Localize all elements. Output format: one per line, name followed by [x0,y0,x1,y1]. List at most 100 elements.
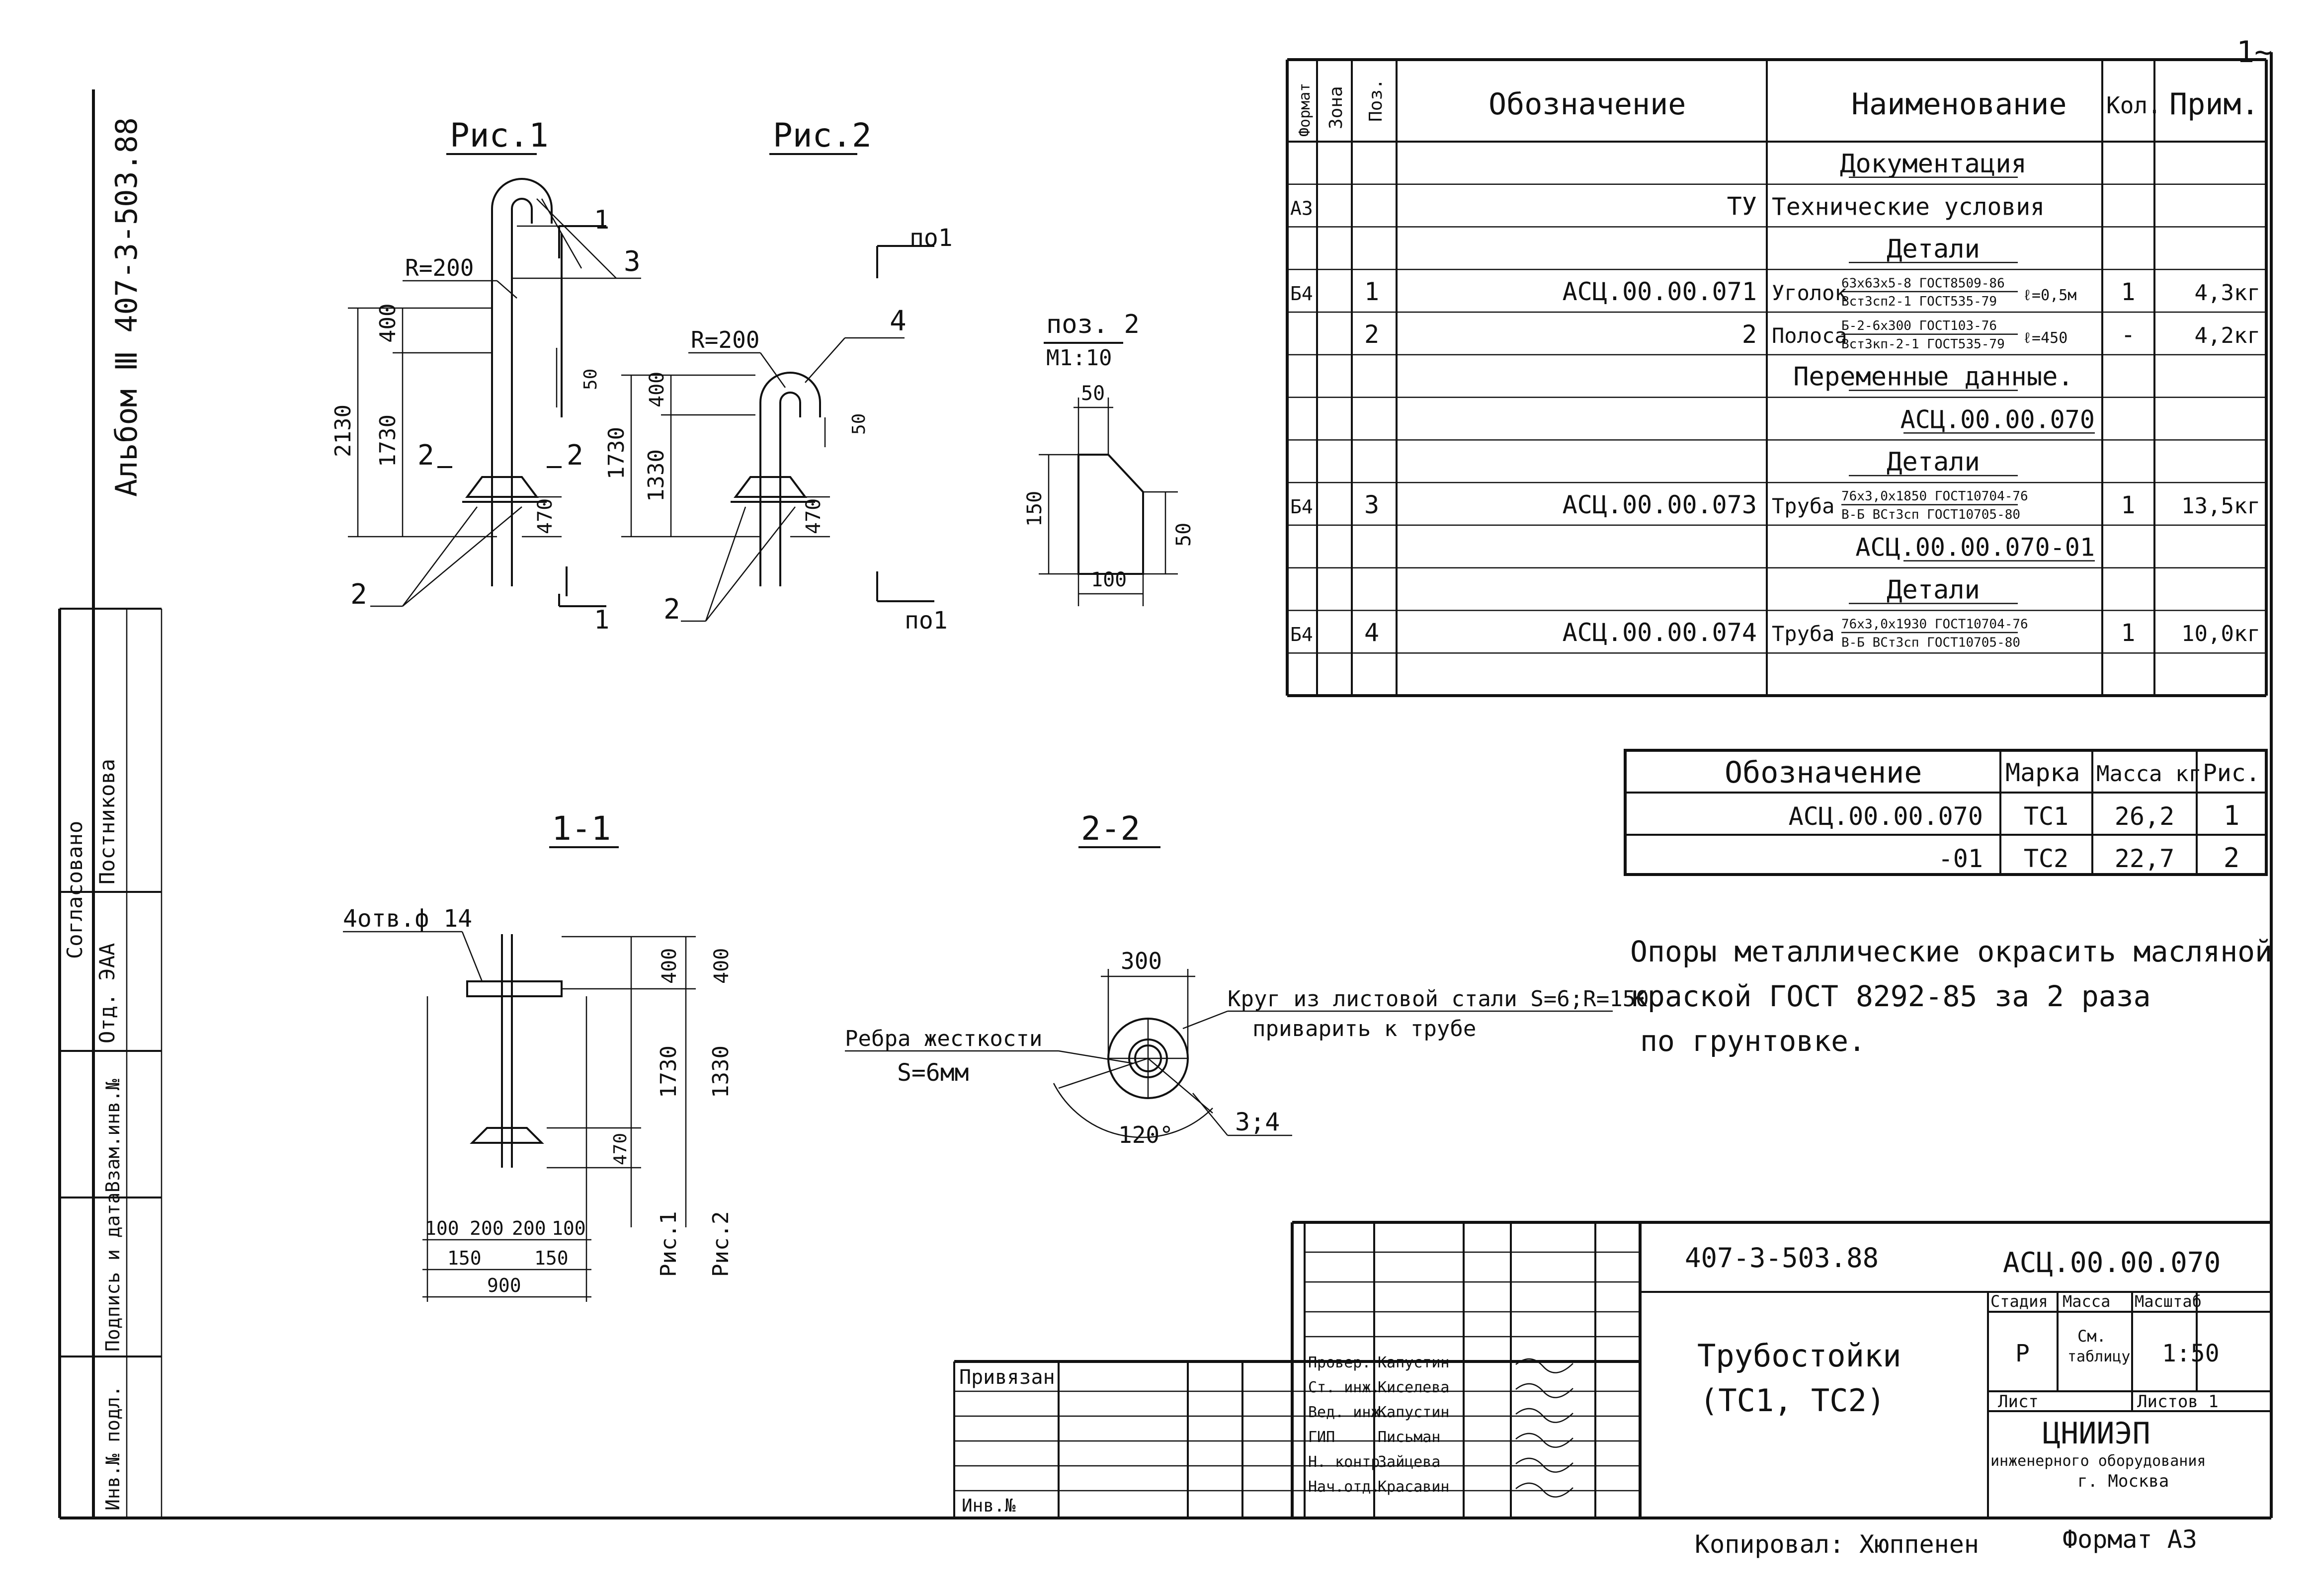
fig1-cut-top: 1 [594,205,609,235]
section-2-2: 2-2 300 Ребра жесткости S=6мм Круг из ли… [845,809,1649,1148]
fig1-section-2-right: 2 [567,439,583,472]
spec-header-name: Наименование [1851,87,2066,122]
mass-row-mass: 22,7 [2115,844,2174,873]
title-stage: Р [2015,1340,2030,1367]
spec-header-pos: Поз. [1366,79,1386,122]
role-title: Ст. инж. [1308,1379,1380,1396]
spec-row-designation: АСЦ.00.00.074 [1563,618,1757,647]
spec-row-name-spec1: 63х63х5-8 ГОСТ8509-86 [1841,276,2005,291]
role-name: Зайцева [1378,1453,1440,1471]
section22-angle: 120° [1118,1121,1173,1148]
fig1-dim-mid: 1730 [375,414,401,467]
mass-header-fig: Рис. [2203,759,2260,787]
spec-row-name: Технические условия [1772,193,2045,221]
section22-weld: приварить к трубе [1252,1016,1476,1041]
spec-row-section: Детали [1887,447,1980,477]
section11-b150b: 150 [534,1247,569,1269]
fig1-dim-bot: 470 [534,498,557,534]
mass-row-fig: 1 [2224,800,2240,831]
fig2-dim-mid: 1330 [644,449,669,502]
title-stage-label: Стадия [1990,1292,2048,1311]
spec-row-format: Б4 [1290,283,1313,305]
section11-ric1: Рис.1 [656,1211,681,1277]
role-name: Капустин [1378,1354,1450,1371]
spec-row-lines [1287,183,2266,654]
spec-header-qty: Кол. [2106,92,2161,119]
spec-row-designation: АСЦ.00.00.073 [1563,490,1757,519]
spec-row-qty: - [2121,321,2136,349]
title-sheet-label: Лист [1998,1392,2039,1412]
fig2-radius: R=200 [691,326,759,353]
spec-header-designation: Обозначение [1488,87,1686,122]
role-title: ГИП [1308,1429,1335,1446]
spec-header-format: Формат [1296,83,1314,137]
title-mass-line1: См. [2077,1327,2106,1346]
spec-row-section: Детали [1887,575,1980,605]
spec-row-format: А3 [1290,198,1313,220]
title-org-3: г. Москва [2077,1471,2169,1491]
note-line-3: по грунтовке. [1640,1024,1866,1058]
section11-dim-1730: 1730 [656,1045,681,1098]
note-line-1: Опоры металлические окрасить масляной [1630,935,2272,968]
figure-1: Рис.1 R=200 3 2130 400 1730 470 50 [330,116,641,635]
figure-2-title: Рис.2 [773,116,872,155]
spec-row-name-spec1: Б-2-6х300 ГОСТ103-76 [1841,319,1997,333]
fig1-radius: R=200 [405,254,474,281]
pos2-detail: поз. 2 М1:10 50 150 50 100 [1023,310,1195,606]
spec-row-name-spec2: В-Б ВСт3сп ГОСТ10705-80 [1841,635,2020,650]
fig1-dim-top: 400 [375,304,401,343]
section11-b900: 900 [487,1275,521,1296]
signature [1515,1408,1573,1423]
title-scale: 1:50 [2162,1340,2220,1367]
signature [1515,1457,1573,1473]
signature [1515,1358,1573,1373]
mass-table: Обозначение Марка Масса кг Рис. АСЦ.00.0… [1624,749,2268,876]
section11-b100a: 100 [425,1217,459,1239]
section11-b200b: 200 [512,1217,546,1239]
pos2-dim-bottom: 100 [1091,568,1127,591]
fig2-cut-top: по1 [909,224,953,252]
spec-row-designation: 2 [1742,320,1757,349]
pos2-dim-left: 150 [1023,491,1046,527]
section11-b200a: 200 [470,1217,504,1239]
title-block: 407-3-503.88 АСЦ.00.00.070 Трубостойки (… [953,1221,2271,1518]
title-mass-label: Масса [2063,1292,2110,1311]
spec-row-section: Детали [1887,234,1980,264]
general-note: Опоры металлические окрасить масляной кр… [1630,935,2272,1058]
spec-row-qty: 1 [2121,278,2136,306]
mass-row-mark: ТС2 [2024,844,2068,873]
spec-table: Формат Зона Поз. Обозначение Наименовани… [1286,58,2268,697]
spec-row-pos: 1 [1364,277,1379,306]
album-label: Альбом Ⅲ 407-3-503.88 [109,117,144,497]
fig2-dim-total: 1730 [604,427,629,479]
fig2-cut-bottom: по1 [905,607,948,635]
spec-row-pos: 2 [1364,320,1379,349]
signature-date-label: Подпись и дата [102,1193,124,1352]
fig1-pos2: 2 [350,578,367,611]
sheet-frame [58,52,2273,1519]
spec-row-name-spec2: В-Б ВСт3сп ГОСТ10705-80 [1841,507,2020,522]
spec-row-name-spec2: Вст3сп2-1 ГОСТ535-79 [1841,294,1997,309]
section11-ric2: Рис.2 [708,1211,734,1277]
fig2-pos2: 2 [663,593,680,626]
spec-row-name: Полоса [1772,323,1847,348]
spec-row-note: 13,5кг [2181,493,2260,519]
spec-row-pos: 3 [1364,490,1379,519]
spec-row-name: Труба [1772,494,1834,518]
spec-row-note: 10,0кг [2181,621,2260,646]
role-title: Вед. инж. [1308,1404,1389,1421]
title-name-line2: (ТС1, ТС2) [1700,1382,1885,1419]
section22-circle-label: Круг из листовой стали S=6;R=150 [1228,986,1649,1012]
footer-copied: Копировал: Хюппенен [1695,1530,1979,1559]
inv-original-label: Инв.№ подл. [102,1385,124,1511]
section22-ratio: 3;4 [1235,1108,1280,1136]
mass-header-designation: Обозначение [1725,755,1922,790]
spec-row-designation: АСЦ.00.00.071 [1563,277,1757,306]
spec-row-variant: АСЦ.00.00.070 [1900,405,2095,434]
fig2-dim-top: 400 [646,372,668,407]
replacement-inv-label: Взам.инв.№ [102,1079,124,1193]
fig1-dim-50: 50 [580,369,601,390]
